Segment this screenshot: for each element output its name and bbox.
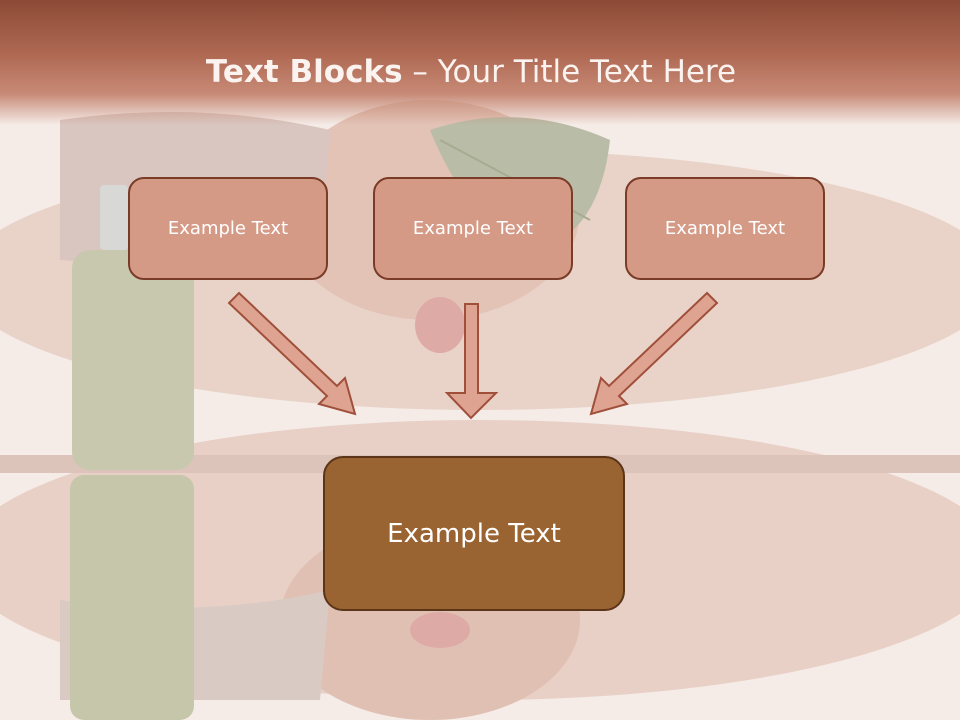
- arrow-center: [444, 303, 499, 420]
- title-bold: Text Blocks: [205, 54, 403, 90]
- title-bar: [0, 0, 960, 125]
- title-dash: –: [402, 54, 438, 90]
- text-box-top-center-label: Example Text: [412, 218, 534, 239]
- title-rest: Your Title Text Here: [437, 54, 737, 90]
- arrow-left: [227, 291, 357, 416]
- page-title: Text Blocks – Your Title Text Here: [0, 54, 942, 90]
- text-box-bottom: Example Text: [323, 456, 625, 611]
- text-box-top-right: Example Text: [625, 177, 825, 280]
- text-box-top-center: Example Text: [373, 177, 573, 280]
- text-box-top-left: Example Text: [128, 177, 328, 280]
- text-box-top-right-label: Example Text: [664, 218, 786, 239]
- text-box-top-left-label: Example Text: [167, 218, 289, 239]
- text-box-bottom-label: Example Text: [387, 518, 561, 549]
- arrow-right: [589, 291, 719, 416]
